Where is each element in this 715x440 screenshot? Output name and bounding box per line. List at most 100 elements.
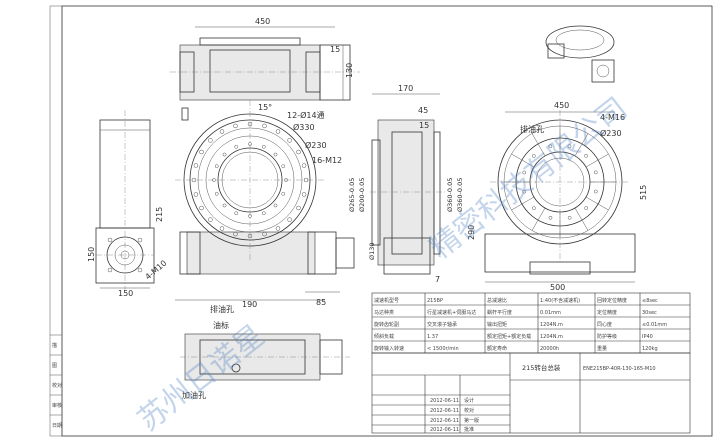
dim-holes-m12: 16-M12 xyxy=(312,156,342,165)
bolt-hole xyxy=(222,203,227,208)
bolt-hole xyxy=(284,178,288,182)
left-margin-strip xyxy=(49,5,63,437)
left-label-3: 审核 xyxy=(52,402,62,409)
bolt-hole xyxy=(234,211,239,216)
spec-cell: ≤8sec xyxy=(642,298,658,304)
date-0: 2012-06-11 xyxy=(430,398,459,404)
spec-cell: 总减速比 xyxy=(487,297,507,304)
bolt-hole xyxy=(219,226,225,231)
left-label-0: 描 xyxy=(52,342,57,349)
label-oil-mark: 油标 xyxy=(213,320,229,330)
date-3: 2012-06-11 xyxy=(430,427,459,433)
dim-side-d4: Ø360-0.05 xyxy=(446,178,454,212)
bolt-hole xyxy=(287,138,292,143)
dim-holes-top: 12-Ø14通 xyxy=(287,110,325,120)
watermark-line-2: 精密科技有限公司 xyxy=(423,91,634,266)
back-view: 排油孔 450 4-M16 Ø230 515 500 xyxy=(484,101,648,292)
spec-cell: 215BP xyxy=(427,298,443,304)
spoke xyxy=(531,133,546,157)
back-spokes xyxy=(504,126,616,238)
cell-3: 批准 xyxy=(464,426,474,433)
side-section-view: 170 45 15 Ø265-0.05 Ø200-0.05 Ø130 Ø360-… xyxy=(348,84,476,284)
date-2: 2012-06-11 xyxy=(430,418,459,424)
spec-cell: 额定寿命 xyxy=(487,345,507,352)
bottom-view: 排油孔 油标 加油孔 xyxy=(180,304,350,400)
cell-2: 第一版 xyxy=(464,417,479,424)
bolt-hole xyxy=(208,217,213,222)
bolt-hole xyxy=(199,149,204,155)
back-hole xyxy=(567,144,572,149)
spec-cell: 额定扭矩+额定负载 xyxy=(487,333,531,340)
back-hole xyxy=(584,206,589,210)
back-hole xyxy=(548,215,553,220)
spec-cell: IP40 xyxy=(642,334,653,340)
iso-preview xyxy=(545,25,615,83)
dim-holes-m10: 4-M10 xyxy=(144,259,169,282)
dim-side-7: 7 xyxy=(435,275,440,284)
spoke xyxy=(574,207,589,231)
bolt-hole xyxy=(275,129,281,134)
bolt-hole xyxy=(247,233,253,239)
dim-side-15: 15 xyxy=(419,121,429,130)
bolt-hole xyxy=(248,142,252,146)
dim-side-170: 170 xyxy=(398,84,413,93)
bolt-hole xyxy=(261,144,266,149)
spec-cell: 蜗杆平行度 xyxy=(487,309,512,316)
spoke xyxy=(511,153,535,168)
bolt-hole xyxy=(233,123,238,129)
spec-cell: 1204N.m xyxy=(540,322,563,328)
left-label-2: 校对 xyxy=(52,382,62,389)
bolt-hole xyxy=(191,177,197,183)
dim-angle: 15° xyxy=(258,103,272,112)
bolt-hole xyxy=(233,231,238,237)
spoke xyxy=(585,153,609,168)
dim-front-85: 85 xyxy=(316,298,326,307)
back-hole xyxy=(593,189,598,194)
top-view: 450 15 130 xyxy=(170,17,360,101)
title-block: 2012-06-11 2012-06-11 2012-06-11 2012-06… xyxy=(371,352,691,434)
bolt-hole xyxy=(208,138,213,143)
cell-0: 设计 xyxy=(464,397,474,404)
bolt-hole xyxy=(219,129,225,134)
bolt-hole xyxy=(247,121,253,127)
spoke xyxy=(585,196,609,211)
spec-cell: 1:40(不含减速机) xyxy=(540,297,580,304)
drawing-name: 215转台总装 xyxy=(522,363,561,372)
bolt-hole xyxy=(287,217,292,222)
spec-cell: 0.01mm xyxy=(540,310,561,316)
spec-cell: 定位精度 xyxy=(597,309,617,316)
dim-back-515: 515 xyxy=(639,185,648,200)
bolt-hole xyxy=(214,191,219,196)
bolt-hole xyxy=(193,163,199,168)
spoke xyxy=(574,133,589,157)
back-hole xyxy=(522,170,527,175)
bolt-hole xyxy=(212,178,216,182)
dim-back-230: Ø230 xyxy=(600,128,622,138)
cell-1: 校对 xyxy=(464,407,474,414)
drawing-number: ENE215BP-40R-130-165-M10 xyxy=(583,366,656,372)
spec-cell: 30sec xyxy=(642,310,657,316)
back-hole xyxy=(548,144,553,149)
bolt-hole xyxy=(193,192,199,197)
dim-top-450: 450 xyxy=(255,17,270,26)
spec-cell: 旋转输入转速 xyxy=(374,345,404,352)
bolt-hole xyxy=(262,231,267,237)
spoke xyxy=(511,196,535,211)
back-hole xyxy=(522,189,527,194)
spec-cell: 旋转齿轮副 xyxy=(374,321,399,328)
bolt-hole xyxy=(222,152,227,157)
bolt-hole xyxy=(303,177,309,183)
bolt-hole xyxy=(273,152,278,157)
bolt-hole xyxy=(261,211,266,216)
spoke xyxy=(531,207,546,231)
spec-cell: 输出扭矩 xyxy=(487,321,507,328)
bolt-hole xyxy=(281,164,286,169)
spec-cell: 马达种类 xyxy=(374,309,394,316)
spec-cell: ≤0.01mm xyxy=(642,322,667,328)
spec-cell: 减速机型号 xyxy=(374,297,399,304)
spec-cell: 防护等级 xyxy=(597,333,617,340)
dim-back-500: 500 xyxy=(550,283,565,292)
